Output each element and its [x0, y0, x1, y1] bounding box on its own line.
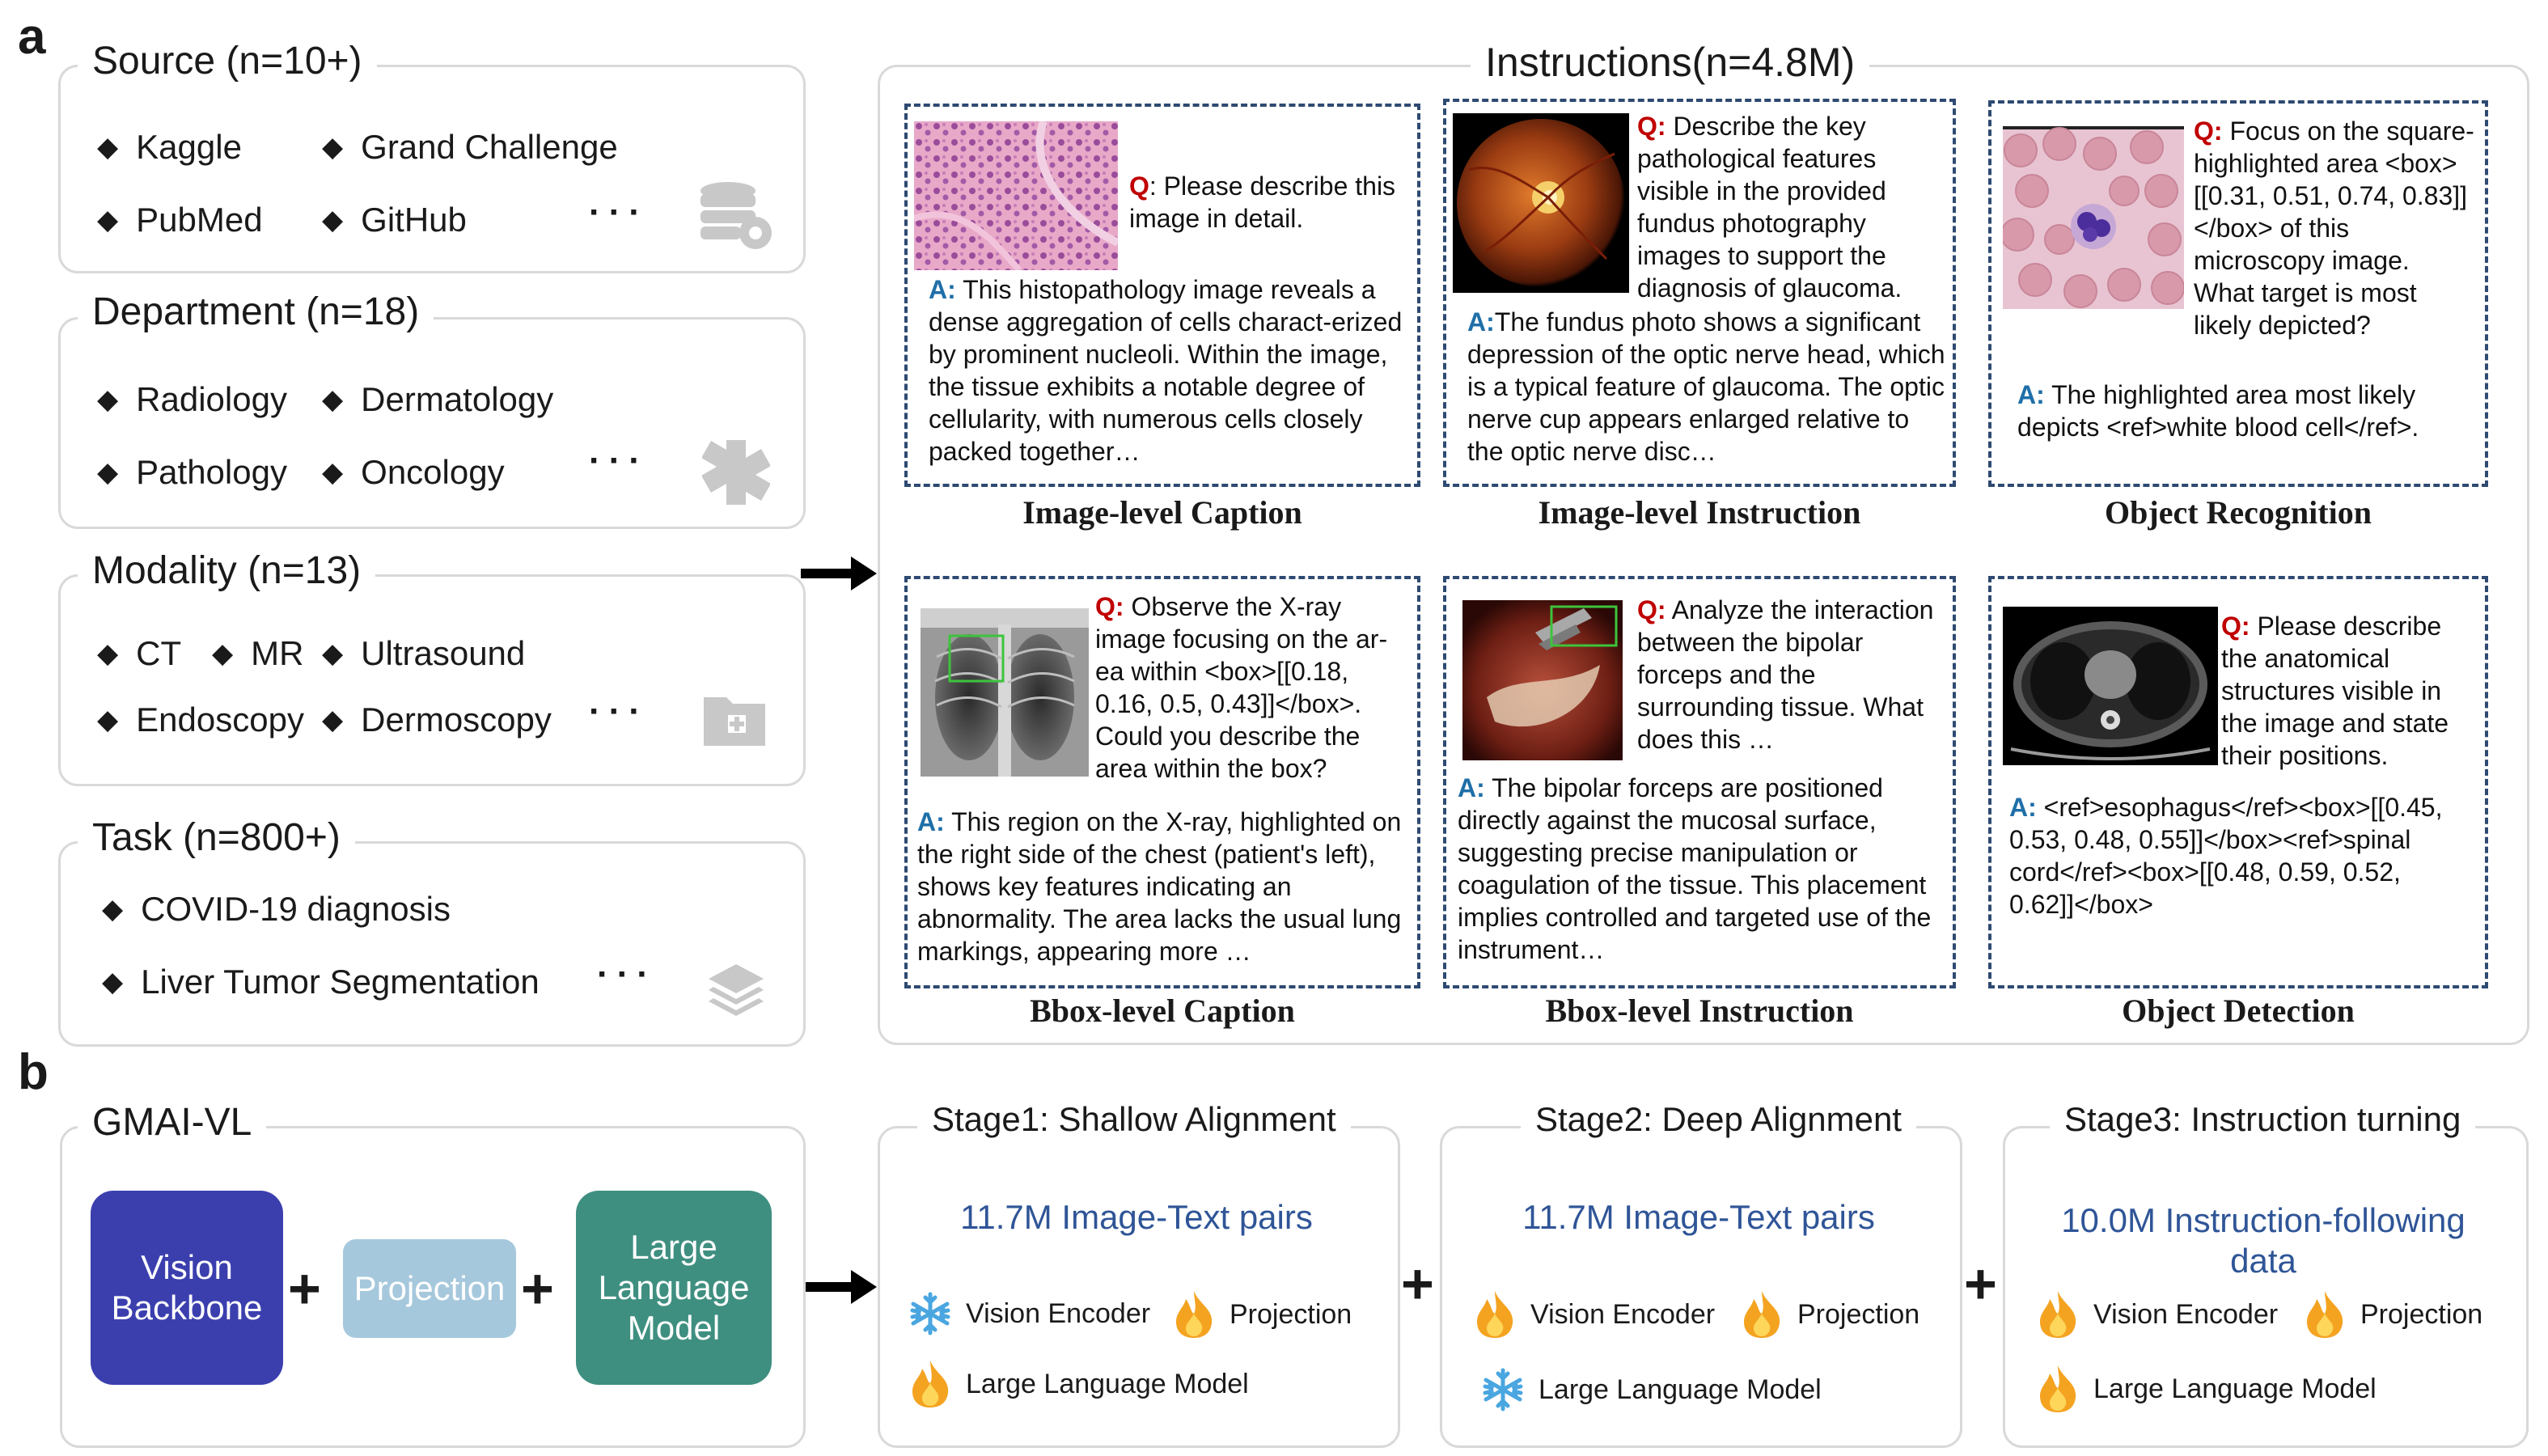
card-1-answer: A: This histopathology image reveals a d…	[929, 275, 1403, 466]
modality-title: Modality (n=13)	[78, 548, 376, 593]
stage-3-vision-encoder: Vision Encoder	[2035, 1289, 2278, 1340]
arrow-right-icon	[801, 557, 877, 590]
instructions-title: Instructions(n=4.8M)	[1471, 39, 1870, 86]
task-group	[58, 841, 806, 1047]
department-item-pathology: ◆Pathology	[97, 453, 287, 491]
database-gear-icon	[700, 182, 772, 249]
medical-cross-icon	[702, 440, 770, 505]
stage-1-data: 11.7M Image-Text pairs	[960, 1198, 1313, 1236]
stage-2-vision-encoder: Vision Encoder	[1472, 1289, 1715, 1340]
stage-2-projection: Projection	[1739, 1289, 1919, 1340]
caption-bbox-level-caption: Bbox-level Caption	[1030, 993, 1295, 1029]
snowflake-icon	[1483, 1368, 1523, 1412]
flame-icon	[1477, 1291, 1513, 1338]
fundus-image	[1453, 113, 1629, 293]
card-5-question: Q: Analyze the interaction between the b…	[1637, 595, 1934, 754]
task-title: Task (n=800+)	[78, 815, 355, 860]
card-4-question: Q: Observe the X-ray image focusing on t…	[1095, 592, 1388, 783]
flame-icon	[2307, 1291, 2343, 1338]
flame-icon	[1176, 1291, 1213, 1338]
department-title: Department (n=18)	[78, 290, 434, 334]
stage-2	[1440, 1126, 1962, 1448]
layers-icon	[709, 964, 764, 1016]
modality-item-dermoscopy: ◆Dermoscopy	[322, 700, 552, 739]
card-2-answer: A:The fundus photo shows a significant d…	[1467, 307, 1945, 466]
endoscopy-image	[1462, 600, 1623, 760]
stage-1-title: Stage1: Shallow Alignment	[917, 1100, 1351, 1139]
stage-3-data: 10.0M Instruction-following data	[2061, 1201, 2465, 1280]
stage-2-title: Stage2: Deep Alignment	[1521, 1100, 1916, 1139]
modality-item-ct: ◆CT	[97, 634, 182, 672]
model-title: GMAI-VL	[78, 1100, 267, 1145]
source-ellipsis: ···	[589, 193, 649, 232]
stage-1-llm: Large Language Model	[908, 1359, 1249, 1409]
stage-3-projection: Projection	[2302, 1289, 2482, 1340]
task-item-liver: ◆Liver Tumor Segmentation	[102, 963, 540, 1001]
projection-block: Projection	[343, 1239, 516, 1338]
card-3-question: Q: Focus on the square-highlighted area …	[2194, 116, 2474, 340]
department-item-dermatology: ◆Dermatology	[322, 380, 554, 418]
caption-image-level-caption: Image-level Caption	[1022, 494, 1302, 531]
vision-backbone-block: Vision Backbone	[91, 1191, 283, 1385]
modality-group	[58, 574, 806, 786]
card-6-answer: A: <ref>esophagus</ref><box>[[0.45, 0.53…	[2009, 793, 2443, 919]
stage-1	[878, 1126, 1400, 1448]
microscopy-image	[2003, 126, 2184, 309]
stage-1-projection: Projection	[1171, 1289, 1352, 1340]
plus-sign: +	[1401, 1252, 1434, 1315]
medical-folder-icon	[704, 697, 765, 746]
panel-a-label: a	[18, 9, 46, 65]
flame-icon	[912, 1361, 949, 1407]
source-item-pubmed: ◆PubMed	[97, 201, 263, 239]
plus-sign: +	[521, 1257, 554, 1320]
department-item-radiology: ◆Radiology	[97, 380, 287, 418]
card-5-answer: A: The bipolar forceps are positioned di…	[1458, 773, 1932, 964]
flame-icon	[1744, 1291, 1780, 1338]
card-1-question: Q: Please describe this image in detail.	[1129, 171, 1396, 233]
stage-3-llm: Large Language Model	[2035, 1364, 2377, 1414]
card-4-answer: A: This region on the X-ray, highlighted…	[917, 807, 1402, 966]
flame-icon	[2040, 1365, 2076, 1412]
source-title: Source (n=10+)	[78, 39, 377, 83]
arrow-right-icon	[801, 1270, 877, 1304]
histopathology-image	[914, 121, 1118, 270]
caption-image-level-instruction: Image-level Instruction	[1538, 494, 1861, 531]
source-item-github: ◆GitHub	[322, 201, 467, 239]
stage-1-vision-encoder: Vision Encoder	[908, 1291, 1150, 1336]
modality-item-mr: ◆MR	[212, 634, 304, 672]
card-3-answer: A: The highlighted area most likely depi…	[2017, 380, 2419, 442]
task-ellipsis: ···	[597, 954, 657, 994]
stage-2-llm: Large Language Model	[1480, 1367, 1822, 1412]
panel-b-label: b	[18, 1044, 49, 1100]
stage-3	[2003, 1126, 2529, 1448]
caption-object-detection: Object Detection	[2122, 993, 2355, 1029]
source-group	[58, 65, 806, 273]
card-6-question: Q: Please describe the anatomical struct…	[2221, 612, 2449, 770]
modality-item-endoscopy: ◆Endoscopy	[97, 700, 304, 739]
xray-image	[921, 608, 1089, 777]
stage-2-data: 11.7M Image-Text pairs	[1522, 1198, 1875, 1236]
card-2-question: Q: Describe the key pathological feature…	[1637, 112, 1903, 303]
plus-sign: +	[1964, 1252, 1997, 1315]
source-item-kaggle: ◆Kaggle	[97, 128, 242, 166]
department-item-oncology: ◆Oncology	[322, 453, 505, 491]
stage-3-title: Stage3: Instruction turning	[2050, 1100, 2476, 1139]
plus-sign: +	[288, 1257, 321, 1320]
caption-bbox-level-instruction: Bbox-level Instruction	[1545, 993, 1854, 1029]
ct-image	[2003, 607, 2218, 765]
task-item-covid: ◆COVID-19 diagnosis	[102, 890, 451, 928]
caption-object-recognition: Object Recognition	[2105, 494, 2372, 531]
snowflake-icon	[910, 1292, 950, 1335]
llm-block: Large Language Model	[576, 1191, 772, 1385]
source-item-grand-challenge: ◆Grand Challenge	[322, 128, 618, 166]
department-group	[58, 317, 806, 529]
flame-icon	[2040, 1291, 2076, 1338]
modality-ellipsis: ···	[589, 692, 649, 731]
modality-item-ultrasound: ◆Ultrasound	[322, 634, 526, 672]
department-ellipsis: ···	[589, 441, 649, 480]
